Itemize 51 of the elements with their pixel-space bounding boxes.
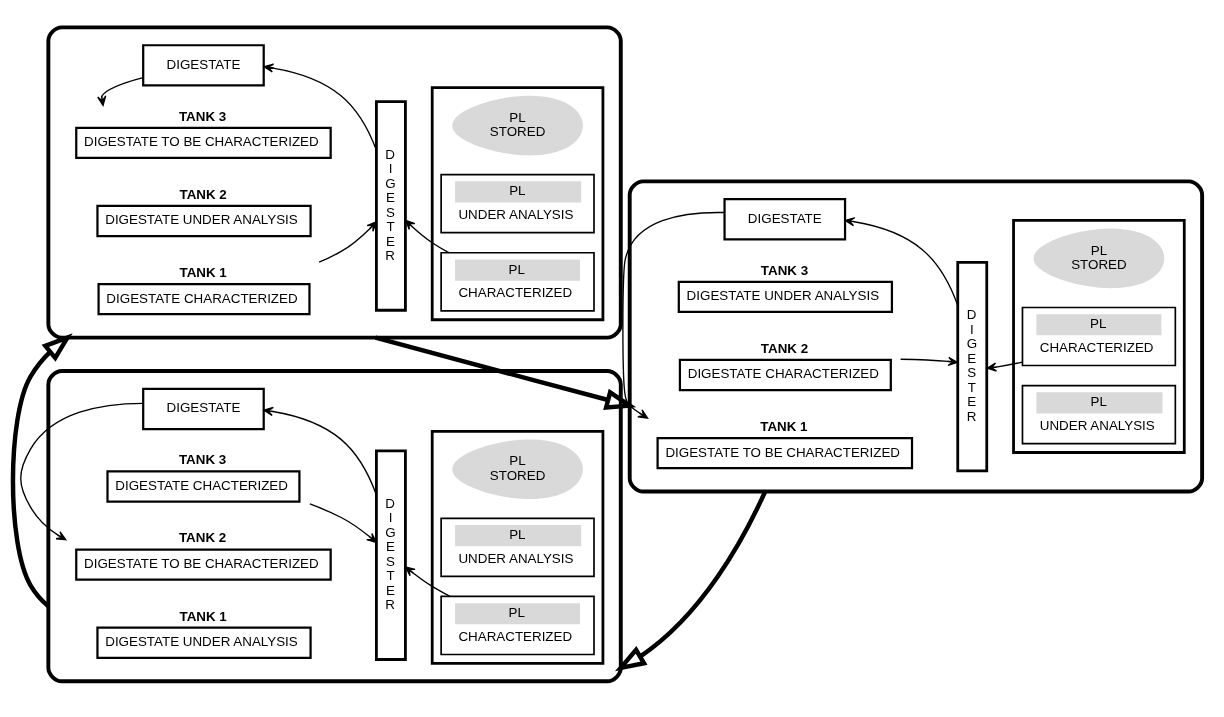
node-box: DIGESTATE CHACTERIZED xyxy=(106,470,301,503)
arrow xyxy=(10,333,73,608)
cluster xyxy=(46,25,623,340)
node-box: PL UNDER ANALYSIS xyxy=(1021,384,1177,445)
node-box: DIGESTATE xyxy=(142,44,265,87)
node-box: D I G E S T E R xyxy=(375,100,407,312)
node-box: DIGESTATE TO BE CHARACTERIZED xyxy=(75,548,332,581)
node-box: DIGESTATE UNDER ANALYSIS xyxy=(96,204,312,238)
arrow xyxy=(899,356,958,367)
node-box: DIGESTATE UNDER ANALYSIS xyxy=(677,280,894,314)
node-box: DIGESTATE UNDER ANALYSIS xyxy=(96,626,312,659)
cluster xyxy=(430,86,605,322)
node-box: D I G E S T E R xyxy=(956,260,989,473)
arrow xyxy=(986,361,1023,372)
node-box: DIGESTATE xyxy=(723,198,847,241)
node-box: DIGESTATE CHARACTERIZED xyxy=(678,358,892,392)
node-box: PL CHARACTERIZED xyxy=(440,595,595,656)
node-label: TANK 2 xyxy=(179,186,227,202)
node-label: TANK 3 xyxy=(178,452,227,468)
cluster xyxy=(1012,219,1186,454)
arrow xyxy=(263,406,378,496)
node-box: DIGESTATE TO BE CHARACTERIZED xyxy=(656,436,914,470)
node-box: PL CHARACTERIZED xyxy=(440,251,595,312)
cluster xyxy=(430,429,605,665)
arrow xyxy=(263,63,378,151)
node-label: TANK 2 xyxy=(178,530,227,546)
node-box: PL CHARACTERIZED xyxy=(1021,306,1177,367)
node-label: TANK 3 xyxy=(760,262,809,278)
node-label: TANK 1 xyxy=(760,418,808,434)
node-box: D I G E S T E R xyxy=(375,449,407,661)
arrow xyxy=(614,490,768,672)
node-box: DIGESTATE CHARACTERIZED xyxy=(97,282,311,316)
arrow xyxy=(318,221,377,263)
node-label: TANK 2 xyxy=(760,340,809,356)
node-box: PL UNDER ANALYSIS xyxy=(440,517,595,578)
arrow xyxy=(844,217,959,307)
arrow xyxy=(404,566,451,598)
node-box: PL UNDER ANALYSIS xyxy=(440,173,595,234)
arrow xyxy=(374,335,637,410)
node-box: DIGESTATE TO BE CHARACTERIZED xyxy=(75,126,332,160)
node-box: DIGESTATE xyxy=(142,387,265,431)
arrow xyxy=(97,77,144,106)
arrow xyxy=(309,503,377,543)
cluster xyxy=(627,179,1205,494)
arrow xyxy=(20,402,144,541)
node-label: TANK 3 xyxy=(178,108,227,124)
arrow xyxy=(622,211,726,419)
node-label: TANK 1 xyxy=(179,608,227,624)
arrow xyxy=(404,219,450,254)
node-label: TANK 1 xyxy=(179,264,227,280)
cluster xyxy=(46,369,623,684)
